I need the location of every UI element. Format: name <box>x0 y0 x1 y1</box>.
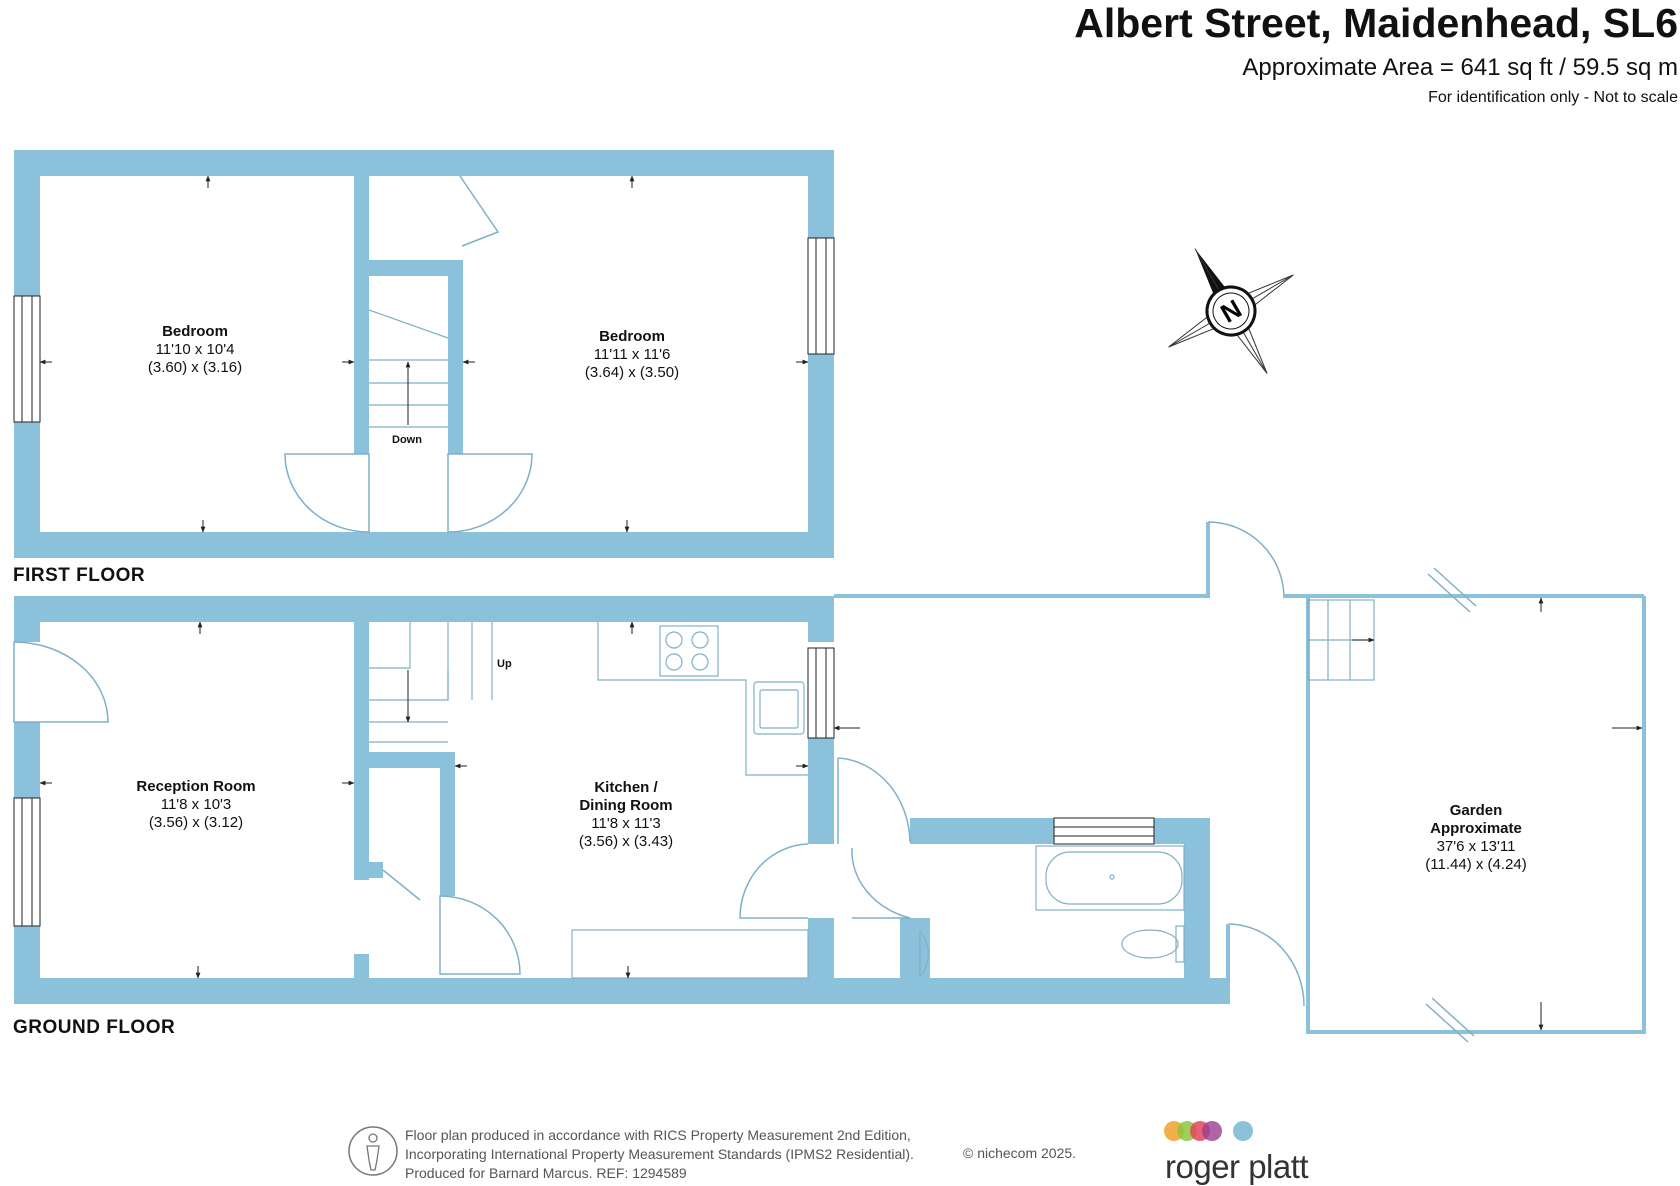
room-size-imperial: 11'10 x 10'4 <box>155 341 235 358</box>
stairs-down-label: Down <box>392 434 422 446</box>
hob <box>659 625 719 677</box>
window <box>13 295 41 423</box>
internal-wall <box>369 260 463 276</box>
door-swing <box>837 757 911 843</box>
room-size-imperial: 11'8 x 11'3 <box>591 815 661 832</box>
stairs <box>369 622 493 743</box>
dimension-arrows <box>39 597 1643 1031</box>
internal-wall <box>354 622 369 880</box>
room-name: Reception Room <box>136 778 256 795</box>
scale-note: For identification only - Not to scale <box>1428 89 1678 106</box>
ground-floor-label: GROUND FLOOR <box>13 1017 176 1038</box>
accessibility-icon <box>348 1126 398 1176</box>
room-size-metric: (3.64) x (3.50) <box>584 364 680 381</box>
room-kitchen-dining: Kitchen / Dining Room 11'8 x 11'3 (3.56)… <box>516 779 736 851</box>
room-name-line2: Approximate <box>1430 820 1522 837</box>
door-swing <box>382 869 421 901</box>
room-size-imperial: 11'11 x 11'6 <box>593 346 671 363</box>
room-name: Bedroom <box>599 328 665 345</box>
internal-wall <box>448 260 463 454</box>
footer-disclaimer: Floor plan produced in accordance with R… <box>405 1126 914 1183</box>
outer-wall-top <box>14 596 834 622</box>
brand-logo-dots <box>1164 1121 1253 1141</box>
footer-line: Incorporating International Property Mea… <box>405 1146 914 1162</box>
room-size-imperial: 11'8 x 10'3 <box>160 796 232 813</box>
garden <box>1306 596 1646 1034</box>
internal-wall <box>369 862 383 878</box>
stairs-up-label: Up <box>497 658 512 670</box>
kitchen-sink <box>753 681 805 735</box>
outer-wall-right-low <box>808 918 834 978</box>
room-bedroom-1: Bedroom 11'10 x 10'4 (3.60) x (3.16) <box>85 323 305 377</box>
front-door <box>13 641 109 723</box>
room-size-metric: (3.60) x (3.16) <box>147 359 243 376</box>
window <box>807 647 835 739</box>
door-swing <box>447 453 533 533</box>
dimension-arrows <box>39 175 809 533</box>
first-floor-outer-wall-top <box>14 150 834 176</box>
first-floor-label: FIRST FLOOR <box>13 565 146 586</box>
room-reception: Reception Room 11'8 x 10'3 (3.56) x (3.1… <box>86 778 306 832</box>
side-passage <box>834 522 1210 598</box>
internal-wall <box>354 176 369 454</box>
outer-wall-bottom <box>14 978 1228 1004</box>
internal-wall <box>354 954 369 978</box>
brand-logo-text: roger platt <box>1165 1148 1309 1185</box>
room-name-line1: Garden <box>1449 802 1503 819</box>
compass-rose <box>1168 248 1294 374</box>
internal-wall <box>369 752 455 768</box>
gate-swing <box>1227 923 1305 1007</box>
ground-floor-plan <box>13 521 1646 1043</box>
room-size-metric: (11.44) x (4.24) <box>1425 856 1527 873</box>
room-name-line2: Dining Room <box>579 797 673 814</box>
room-size-metric: (3.56) x (3.12) <box>148 814 244 831</box>
window <box>13 797 41 927</box>
basin <box>919 930 929 978</box>
room-name: Bedroom <box>162 323 228 340</box>
bath <box>1035 845 1185 911</box>
outer-wall-right-upper <box>808 596 834 642</box>
footer-line: Floor plan produced in accordance with R… <box>405 1127 911 1143</box>
door-swing <box>284 453 370 533</box>
toilet <box>1121 925 1185 963</box>
outer-wall-right-mid <box>808 738 834 844</box>
room-size-metric: (3.56) x (3.43) <box>578 833 674 850</box>
kitchen-worktops <box>571 622 809 979</box>
window <box>1053 817 1155 845</box>
copyright: © nichecom 2025. <box>963 1145 1077 1161</box>
first-floor-outer-wall-bottom <box>14 532 834 558</box>
room-size-imperial: 37'6 x 13'11 <box>1436 838 1516 855</box>
room-garden: Garden Approximate 37'6 x 13'11 (11.44) … <box>1366 802 1586 874</box>
door-swing <box>439 895 521 975</box>
extension-wall-right <box>1184 818 1210 1004</box>
room-bedroom-2: Bedroom 11'11 x 11'6 (3.64) x (3.50) <box>522 328 742 382</box>
first-floor-plan <box>13 150 835 558</box>
footer-line: Produced for Barnard Marcus. REF: 129458… <box>405 1165 687 1181</box>
room-name-line1: Kitchen / <box>594 779 658 796</box>
window <box>807 237 835 355</box>
internal-wall <box>440 752 455 896</box>
door-swing <box>459 175 500 247</box>
door-swing <box>851 847 911 919</box>
garden-boundary-breaks <box>1425 567 1477 1043</box>
page-title: Albert Street, Maidenhead, SL6 <box>1074 0 1678 46</box>
door-swing <box>739 843 809 919</box>
approximate-area: Approximate Area = 641 sq ft / 59.5 sq m <box>1242 54 1678 81</box>
gate-swing <box>1207 521 1285 599</box>
outer-wall-left-top <box>14 596 40 642</box>
